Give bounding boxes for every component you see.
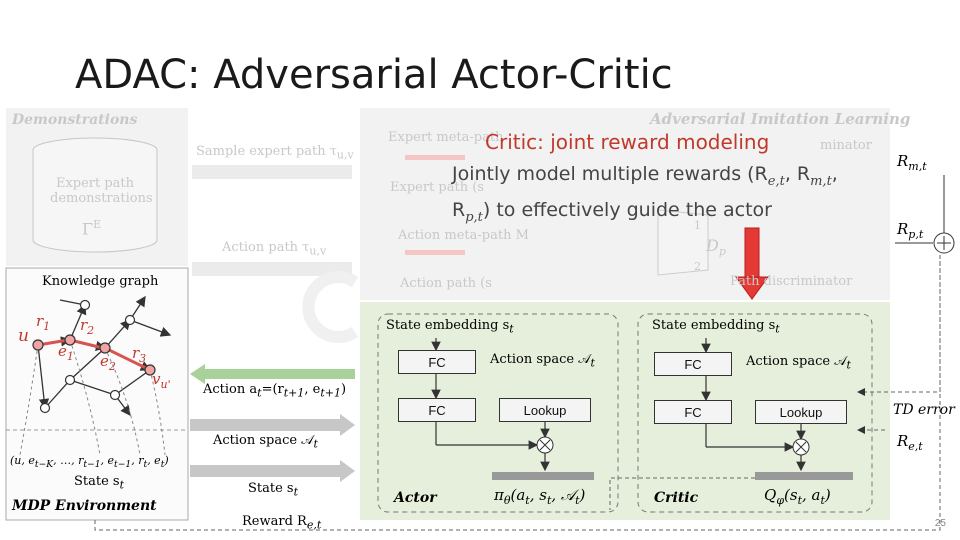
callout-title: Critic: joint reward modeling — [485, 130, 770, 154]
kg-r2: r2 — [80, 316, 95, 337]
critic-action-space: Action space 𝒜t — [746, 354, 851, 372]
action-path-label: Action path τu,v — [222, 240, 327, 258]
dp-discriminator — [657, 209, 709, 276]
actor-label: Actor — [394, 490, 437, 506]
demonstrations-panel — [6, 108, 188, 266]
critic-box — [637, 313, 873, 513]
sample-label: Sample expert path τu,v — [196, 144, 354, 162]
kg-nodes — [32, 299, 156, 414]
discriminator-top: minator — [820, 138, 872, 153]
state-arrow-head — [340, 460, 355, 482]
cycle-arrow — [302, 271, 359, 343]
kg-r3: r3 — [132, 344, 147, 365]
feedback-dashed — [94, 255, 941, 531]
actor-action-space: Action space 𝒜t — [490, 352, 595, 370]
state-label: State st — [248, 481, 299, 499]
critic-output-bar — [755, 472, 853, 480]
slide-title: ADAC: Adversarial Actor-Critic — [75, 52, 673, 98]
kg-e1: e1 — [58, 342, 74, 363]
expert-cylinder — [32, 137, 158, 253]
ail-label: Adversarial Imitation Learning — [650, 110, 911, 128]
kg-panel — [5, 267, 189, 521]
action-meta-path: Action meta-path M — [398, 228, 529, 243]
reward-label: Reward Re,t — [242, 514, 322, 532]
critic-wires — [701, 338, 806, 472]
ail-panel — [360, 108, 890, 300]
kg-dashed — [19, 339, 166, 456]
right-rp: Rp,t — [897, 220, 924, 241]
mdp-label: MDP Environment — [12, 498, 157, 514]
actor-fc1: FC — [398, 350, 476, 374]
action-label: Action at=(rt+1, et+1) — [203, 382, 347, 400]
cylinder-symbol: ΓE — [82, 218, 102, 239]
expert-path: Expert path (s — [390, 180, 484, 195]
port2: 2 — [694, 260, 701, 273]
page-number: 25 — [934, 518, 946, 529]
port1: 1 — [694, 219, 701, 232]
td-error: TD error — [893, 402, 955, 418]
kg-vu: vu' — [152, 370, 171, 391]
critic-fc1: FC — [654, 352, 732, 376]
critic-state-embedding: State embedding st — [652, 318, 780, 336]
kg-state: State st — [74, 474, 125, 492]
action-space-label: Action space 𝒜t — [213, 433, 318, 451]
red-arrow-head — [735, 276, 769, 300]
path-discriminator: Path discriminator — [730, 274, 853, 289]
kg-r1: r1 — [36, 312, 51, 333]
expert-meta-bar — [405, 155, 465, 160]
cylinder-text: Expert path demonstrations — [50, 176, 153, 206]
actor-lookup: Lookup — [499, 398, 591, 422]
action-space-arrow-bar — [190, 419, 340, 431]
action-arrow — [190, 364, 355, 384]
actor-state-embedding: State embedding st — [386, 318, 514, 336]
right-re: Re,t — [897, 432, 923, 453]
kg-e2: e2 — [100, 352, 116, 373]
right-rm: Rm,t — [897, 152, 927, 173]
red-arrow-shaft — [744, 227, 760, 279]
state-arrow-bar — [190, 465, 340, 477]
critic-qfunc: Qφ(st, at) — [764, 486, 831, 507]
critic-label: Critic — [654, 490, 699, 506]
actor-box — [377, 313, 619, 513]
actor-policy: πθ(at, st, 𝒜t) — [494, 486, 586, 507]
dp-label: Dp — [706, 236, 726, 259]
actor-wires — [431, 338, 550, 472]
sample-arrow — [192, 165, 352, 179]
actor-output-bar — [492, 472, 594, 480]
action-path-arrow — [192, 262, 352, 276]
callout-body: Jointly model multiple rewards (Re,t, Rm… — [452, 163, 838, 225]
kg-u: u — [18, 326, 29, 346]
critic-fc2: FC — [654, 400, 732, 424]
action-path: Action path (s — [400, 276, 492, 291]
kg-sequence: (u, et−K, …, rt−1, et−1, rt, et) — [10, 454, 169, 471]
action-meta-bar — [405, 250, 465, 255]
demonstrations-label: Demonstrations — [12, 112, 138, 128]
action-space-arrow-head — [340, 414, 355, 436]
kg-title: Knowledge graph — [42, 274, 159, 289]
actor-fc2: FC — [398, 398, 476, 422]
critic-lookup: Lookup — [755, 400, 847, 424]
expert-meta-path: Expert meta-path — [388, 130, 504, 145]
